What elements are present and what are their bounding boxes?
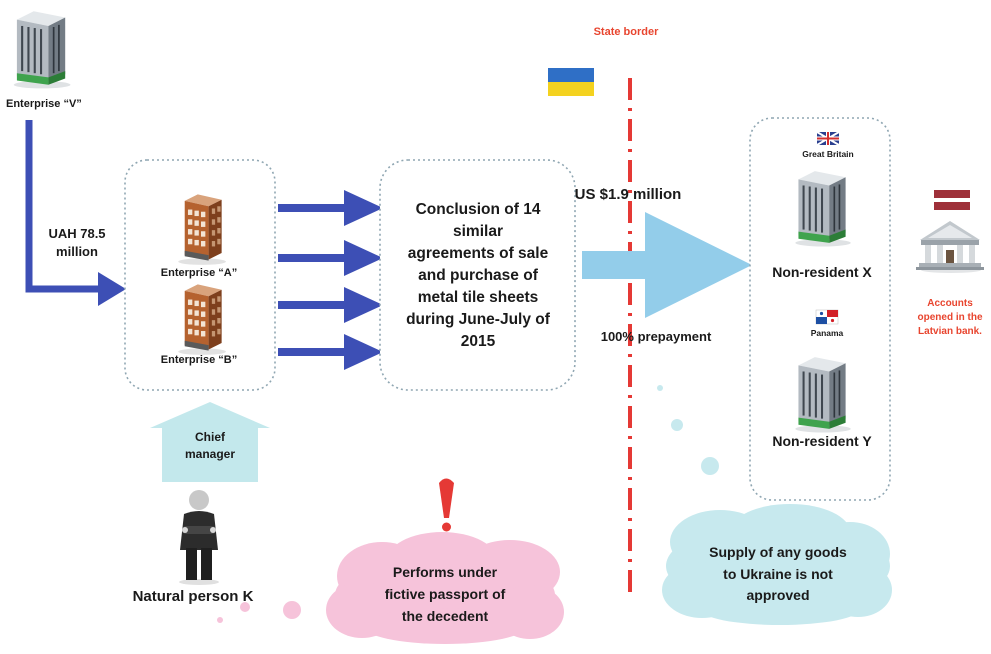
great-britain-label: Great Britain xyxy=(802,149,854,159)
agreement-arrow xyxy=(278,334,383,370)
enterprises-ab-box xyxy=(124,159,276,391)
agreements-box xyxy=(379,159,576,391)
panama-label: Panama xyxy=(811,328,844,338)
supply-note-line: Supply of any goods xyxy=(709,544,847,560)
agreements-line: 2015 xyxy=(461,333,496,350)
supply-cloud xyxy=(657,385,892,625)
warning-note-line: the decedent xyxy=(402,608,489,624)
state-border-label: State border xyxy=(594,26,660,38)
agreements-line: during June-July of xyxy=(406,311,551,328)
person-icon xyxy=(179,490,219,585)
payment-amount-label: US $1.9 million xyxy=(575,186,682,203)
non-resident-y-building-icon xyxy=(794,356,852,434)
non-resident-x-building-icon xyxy=(794,170,852,248)
exclamation-icon xyxy=(439,478,454,532)
ukraine-flag-icon xyxy=(548,68,594,96)
chief-manager-line: manager xyxy=(185,447,235,461)
enterprise-b-label: Enterprise “B” xyxy=(161,354,237,366)
payment-terms-label: 100% prepayment xyxy=(601,329,712,344)
agreement-arrow xyxy=(278,240,383,276)
payment-arrow xyxy=(582,212,752,318)
natural-person-label: Natural person K xyxy=(133,588,254,605)
chief-manager-line: Chief xyxy=(195,430,226,444)
supply-note-line: to Ukraine is not xyxy=(723,566,833,582)
warning-note-line: Performs under xyxy=(393,564,498,580)
enterprise-a-label: Enterprise “A” xyxy=(161,267,237,279)
agreements-line: Conclusion of 14 xyxy=(416,201,541,218)
bank-accounts-line: Accounts xyxy=(927,298,973,309)
uah-amount-line-1: UAH 78.5 xyxy=(48,226,105,241)
bank-accounts-line: opened in the xyxy=(918,312,983,323)
great-britain-flag-icon xyxy=(816,131,840,146)
enterprise-a-building-icon xyxy=(178,194,226,265)
uah-amount-line-2: million xyxy=(56,244,98,259)
non-resident-y-label: Non-resident Y xyxy=(772,433,872,449)
agreement-arrow xyxy=(278,287,383,323)
enterprise-b-building-icon xyxy=(178,284,226,355)
chief-manager-arrow xyxy=(150,402,270,482)
non-residents-box xyxy=(749,117,891,501)
panama-flag-icon xyxy=(815,309,839,325)
agreements-line: metal tile sheets xyxy=(418,289,539,306)
supply-note-line: approved xyxy=(746,587,809,603)
agreements-line: and purchase of xyxy=(418,267,539,284)
agreements-line: similar xyxy=(453,223,503,240)
non-resident-x-label: Non-resident X xyxy=(772,264,872,280)
warning-cloud xyxy=(217,532,564,644)
latvia-flag-icon xyxy=(934,190,970,210)
enterprise-v-building-icon xyxy=(12,10,72,90)
agreement-arrow xyxy=(278,190,383,226)
warning-note-line: fictive passport of xyxy=(385,586,506,602)
transfer-arrow-v-to-ab xyxy=(25,120,126,306)
enterprise-v-label: Enterprise “V” xyxy=(6,98,82,110)
bank-icon xyxy=(916,221,984,273)
bank-accounts-line: Latvian bank. xyxy=(918,326,982,337)
agreements-line: agreements of sale xyxy=(408,245,549,262)
